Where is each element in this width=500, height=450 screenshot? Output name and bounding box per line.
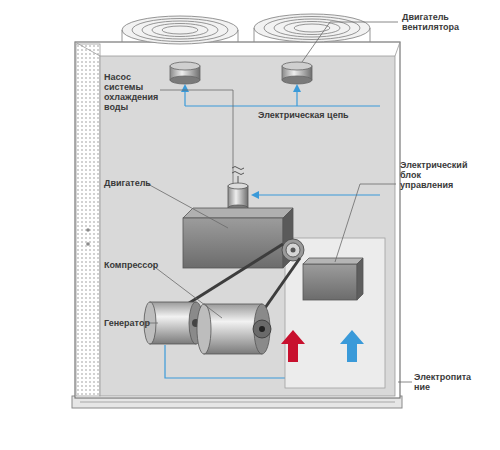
part-label: Электрический блок управления bbox=[400, 160, 472, 190]
part-label: Двигатель bbox=[104, 178, 164, 188]
compressor bbox=[197, 304, 271, 354]
wire-arrowhead bbox=[181, 84, 301, 199]
fan-grille bbox=[122, 14, 370, 44]
water-pump bbox=[228, 167, 248, 212]
part-label: Генератор bbox=[104, 318, 154, 328]
leader-line bbox=[233, 90, 234, 184]
part-label: Насос системы охлаждения воды bbox=[104, 72, 162, 112]
fan-motor bbox=[170, 62, 312, 84]
unit-cabinet bbox=[75, 42, 400, 398]
part-label: Электропитание bbox=[414, 372, 476, 392]
part-label: Двигатель вентилятора bbox=[402, 12, 482, 32]
leader-line bbox=[146, 22, 412, 382]
part-label: Компрессор bbox=[104, 260, 174, 270]
engine-block bbox=[183, 208, 304, 268]
power-arrow bbox=[281, 330, 364, 362]
generator bbox=[144, 302, 203, 344]
part-label: Электрическая цепь bbox=[258, 110, 368, 120]
